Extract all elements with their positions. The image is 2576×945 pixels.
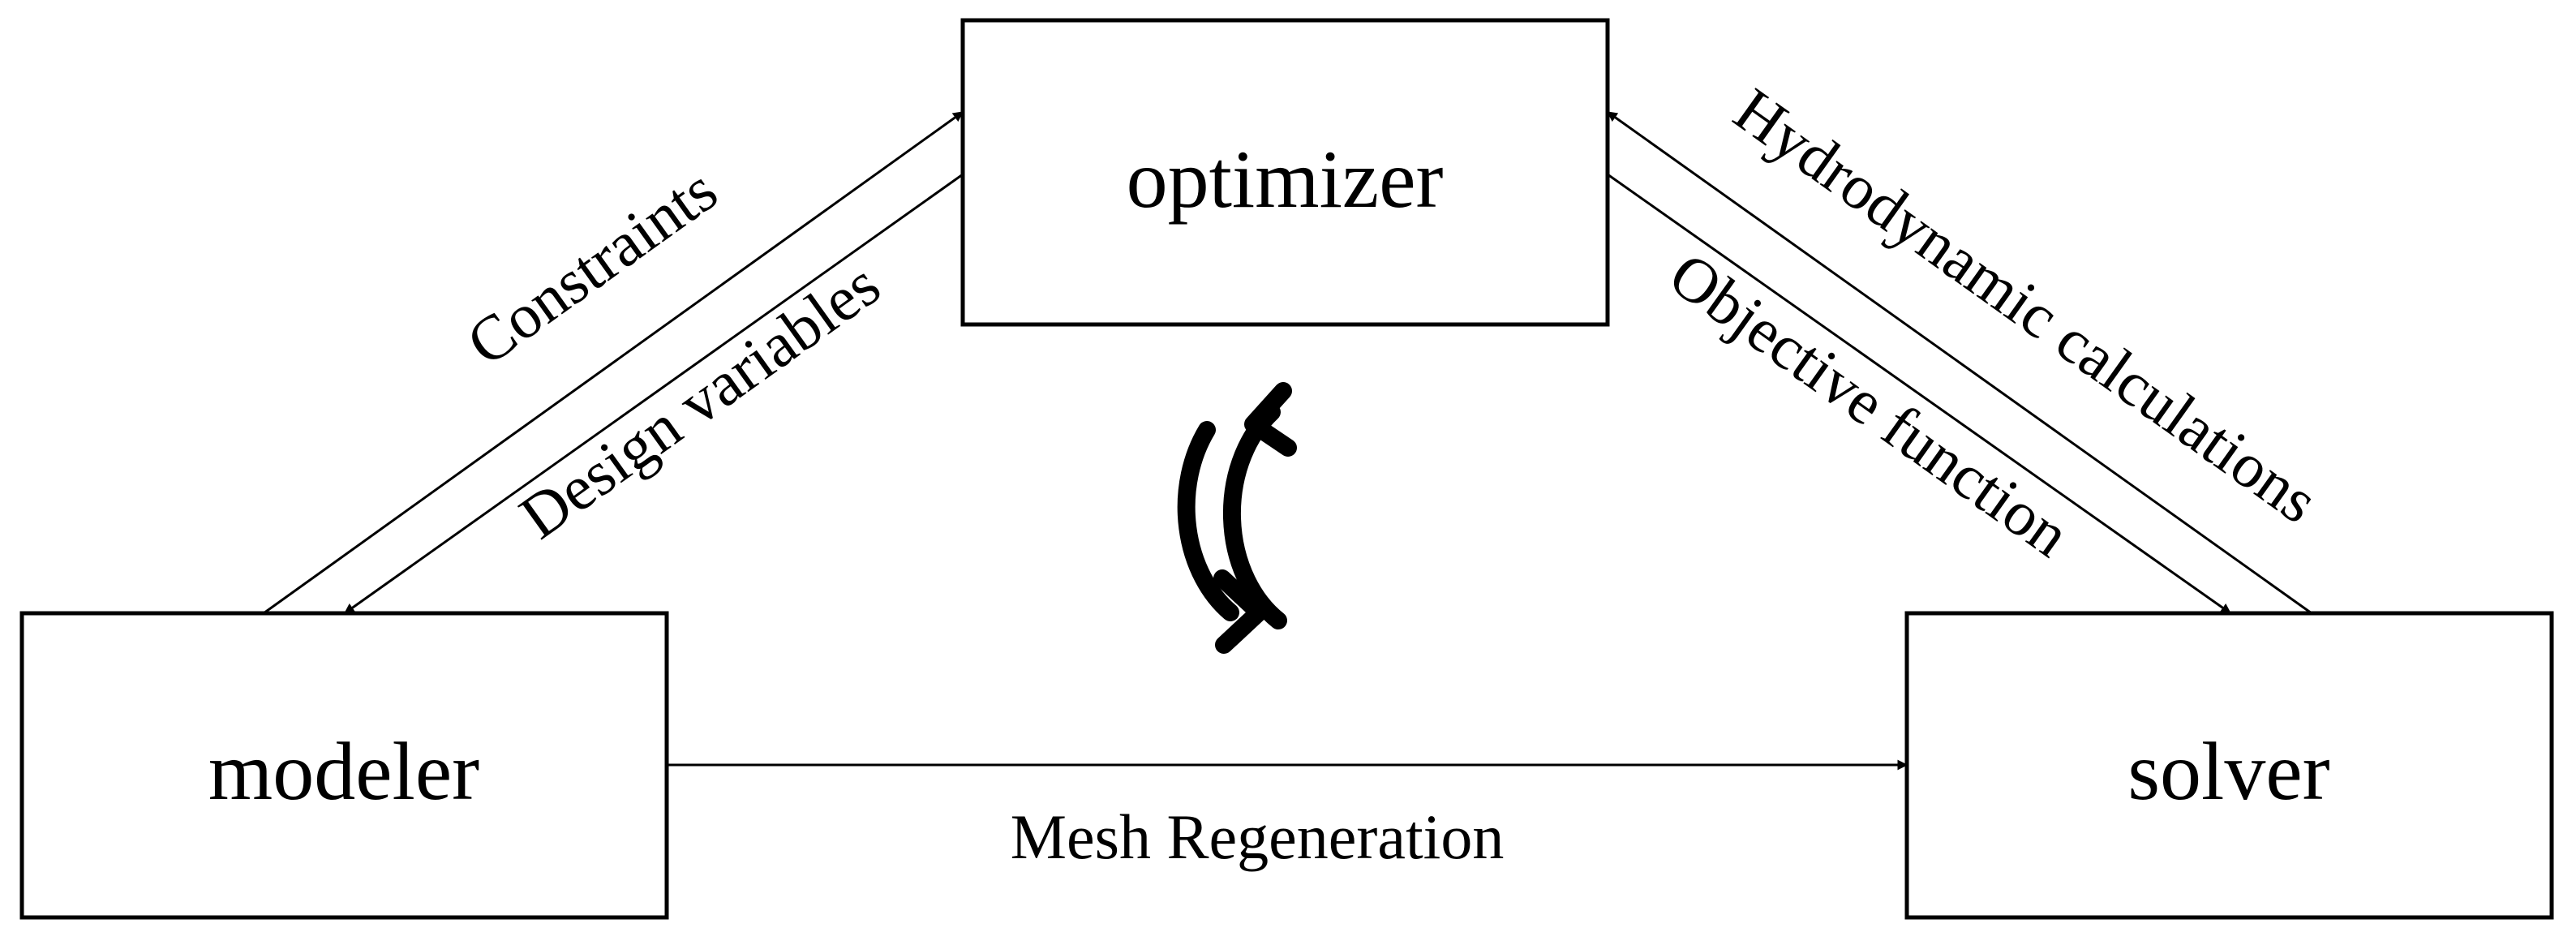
optimizer-label: optimizer bbox=[1127, 134, 1444, 226]
constraints-arrow bbox=[263, 110, 964, 615]
modeler-box bbox=[19, 611, 669, 920]
cycle-arc-upper bbox=[1222, 403, 1287, 629]
solver-node: solver bbox=[1904, 611, 2554, 920]
refresh-cycle-icon bbox=[1177, 382, 1297, 654]
cycle-arrowhead-lower bbox=[1213, 569, 1268, 654]
objective-function-arrow bbox=[1607, 173, 2232, 615]
optimizer-box bbox=[960, 18, 1610, 327]
modeler-node: modeler bbox=[19, 611, 669, 920]
mesh-regeneration-label: Mesh Regeneration bbox=[1011, 801, 1505, 872]
cycle-arc-lower bbox=[1177, 421, 1239, 621]
design-variables-arrow bbox=[343, 173, 964, 615]
cycle-arrowhead-upper bbox=[1244, 382, 1297, 457]
modeler-label: modeler bbox=[208, 726, 479, 818]
solver-label: solver bbox=[2127, 726, 2329, 818]
hydrodynamic-calculations-label: Hydrodynamic calculations bbox=[1722, 74, 2331, 536]
hydrodynamic-calculations-arrow bbox=[1606, 110, 2312, 615]
optimizer-node: optimizer bbox=[960, 18, 1610, 327]
constraints-label: Constraints bbox=[454, 154, 730, 380]
